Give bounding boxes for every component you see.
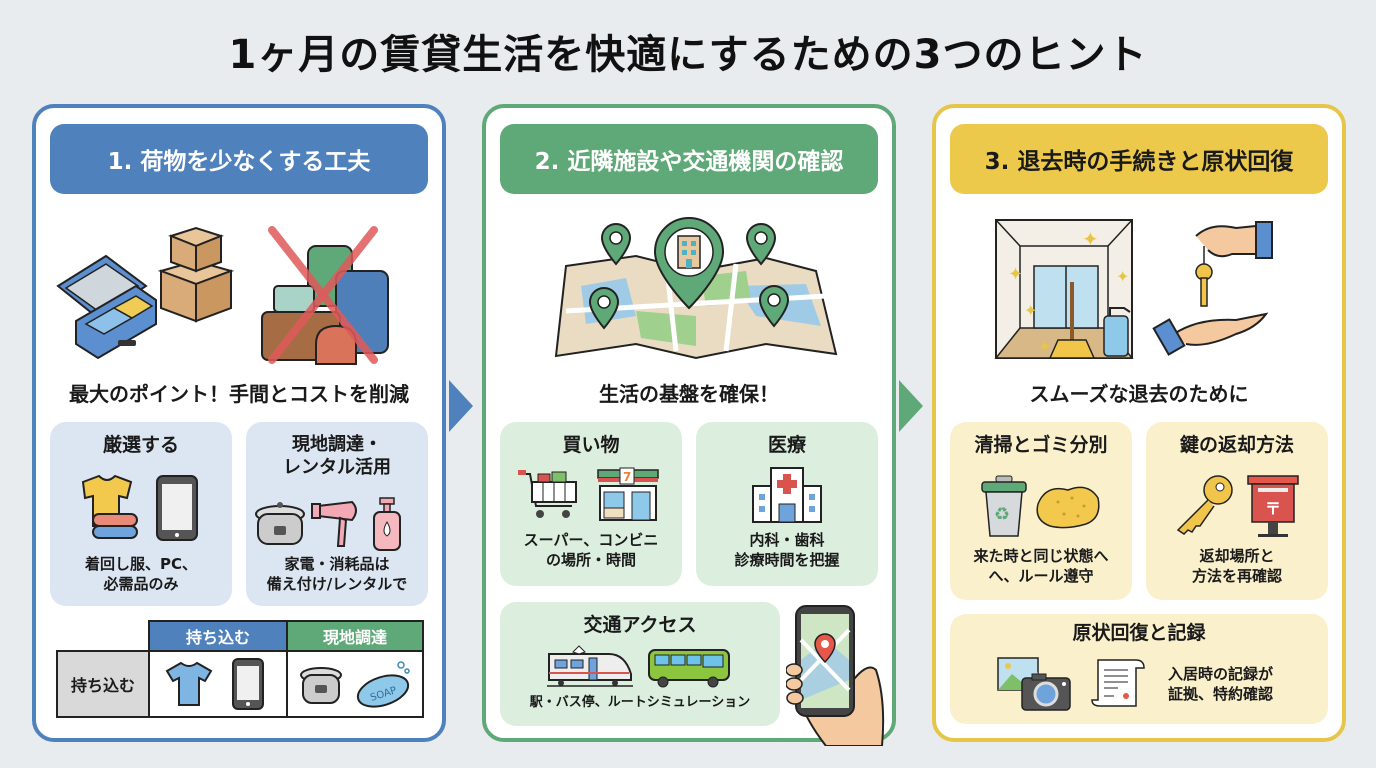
mailbox-icon: 〒	[1247, 475, 1299, 537]
card-desc-line: 来た時と同じ状態へ	[973, 547, 1109, 565]
panel-reduce-luggage: 1. 荷物を少なくする工夫	[32, 104, 446, 742]
clean-room-icon: ✦ ✦ ✦ ✦ ✦	[994, 219, 1134, 359]
cardboard-boxes-icon	[157, 226, 235, 323]
photo-camera-icon	[997, 657, 1071, 711]
folded-map-icon	[554, 254, 838, 360]
panel-nearby-facilities: 2. 近隣施設や交通機関の確認	[482, 104, 896, 747]
panel-tagline: スムーズな退去のために	[1029, 382, 1249, 406]
card-medical: 医療 内科・歯科 診療時間を把握	[696, 422, 878, 586]
card-desc-line: 内科・歯科	[749, 531, 825, 549]
card-title: 原状回復と記録	[1072, 622, 1206, 644]
svg-text:✦: ✦	[1024, 301, 1037, 320]
card-desc-line: 返却場所と	[1199, 547, 1275, 565]
smartphone-icon	[232, 658, 264, 710]
card-cleaning: 清掃とゴミ分別 ♻ 来た時と同じ状態へ へ、ルール遵守	[950, 422, 1132, 600]
card-title: 清掃とゴミ分別	[974, 434, 1108, 456]
key-handover-icon	[1152, 221, 1273, 356]
soap-icon: SOAP	[356, 661, 410, 708]
table-row-header: 持ち込む	[56, 650, 150, 718]
phone-map-in-hand-icon	[785, 600, 886, 750]
panel-heading: 3. 退去時の手続きと原状回復	[950, 124, 1328, 194]
card-title: 医療	[767, 434, 806, 456]
svg-text:✦: ✦	[1082, 227, 1099, 251]
card-desc-line: の場所・時間	[545, 551, 636, 570]
contract-document-icon	[1091, 659, 1145, 707]
page-title: 1ヶ月の賃貸生活を快適にするための3つのヒント	[228, 32, 1148, 78]
folded-towels-icon	[92, 513, 138, 539]
card-desc-line: 必需品のみ	[103, 575, 179, 594]
card-desc-line: 方法を再確認	[1191, 567, 1282, 586]
card-shopping: 買い物 7	[500, 422, 682, 586]
card-title: 買い物	[562, 434, 620, 456]
card-desc-line: 家電・消耗品は	[284, 555, 390, 573]
card-title: 交通アクセス	[583, 614, 697, 636]
hair-dryer-icon	[311, 500, 357, 547]
svg-text:✦: ✦	[1008, 264, 1023, 285]
card-title: 鍵の返却方法	[1179, 434, 1294, 456]
tshirt-icon	[165, 661, 213, 706]
svg-text:♻: ♻	[994, 504, 1010, 525]
card-desc-line: スーパー、コンビニ	[523, 531, 659, 549]
packed-suitcase-icon	[56, 254, 157, 360]
crossed-out-luggage-icon	[261, 226, 389, 365]
panel-tagline: 生活の基盤を確保！	[599, 382, 779, 406]
card-title: 厳選する	[102, 434, 179, 456]
card-desc-line: 証拠、特約確認	[1168, 685, 1274, 704]
table-cell-bring	[148, 650, 288, 718]
pump-bottle-icon	[373, 497, 401, 551]
card-restoration-record: 原状回復と記録	[950, 614, 1328, 724]
card-desc-line: へ、ルール遵守	[988, 567, 1094, 586]
hero-illustration: ✦ ✦ ✦ ✦ ✦	[936, 216, 1342, 366]
card-desc-line: 備え付け/レンタルで	[266, 575, 408, 594]
hero-illustration	[486, 216, 892, 366]
panel-move-out: 3. 退去時の手続きと原状回復 ✦ ✦ ✦ ✦ ✦	[932, 104, 1346, 742]
card-desc-line: 入居時の記録が	[1168, 665, 1274, 683]
panel-heading: 1. 荷物を少なくする工夫	[50, 124, 428, 194]
svg-text:✦: ✦	[1038, 337, 1051, 356]
table-col-header-bring: 持ち込む	[148, 620, 288, 652]
card-desc-line: 駅・バス停、ルートシミュレーション	[529, 695, 751, 710]
svg-text:✦: ✦	[1116, 267, 1129, 286]
hero-illustration	[36, 216, 442, 366]
table-col-header-local: 現地調達	[286, 620, 424, 652]
key-icon	[1176, 475, 1233, 535]
arrow-right-icon	[899, 380, 923, 432]
card-curate: 厳選する 着回し服、PC、 必需品のみ	[50, 422, 232, 606]
svg-text:〒: 〒	[1265, 499, 1281, 518]
table-cell-local: SOAP	[286, 650, 424, 718]
train-icon	[547, 645, 633, 687]
hospital-icon	[752, 467, 822, 523]
card-local-rental: 現地調達・ レンタル活用	[246, 422, 428, 606]
card-desc-line: 診療時間を把握	[734, 551, 840, 570]
sponge-icon	[1036, 486, 1100, 529]
convenience-store-icon: 7	[597, 467, 659, 521]
panel-heading: 2. 近隣施設や交通機関の確認	[500, 124, 878, 194]
svg-text:7: 7	[623, 470, 631, 484]
shopping-cart-icon	[518, 470, 577, 518]
building-icon	[677, 235, 701, 269]
rice-cooker-icon	[300, 667, 342, 704]
bus-icon	[648, 649, 730, 688]
smartphone-icon	[156, 475, 198, 541]
rice-cooker-icon	[255, 502, 305, 545]
card-title: 現地調達・	[292, 434, 382, 455]
panel-tagline: 最大のポイント！手間とコストを削減	[69, 382, 409, 406]
card-transport: 交通アクセス 駅	[500, 602, 780, 726]
card-desc-line: 着回し服、PC、	[84, 555, 197, 573]
recycle-bin-icon: ♻	[981, 475, 1027, 537]
card-title: レンタル活用	[283, 456, 391, 478]
arrow-right-icon	[449, 380, 473, 432]
card-key-return: 鍵の返却方法 〒 返却場所と 方法を再確認	[1146, 422, 1328, 600]
